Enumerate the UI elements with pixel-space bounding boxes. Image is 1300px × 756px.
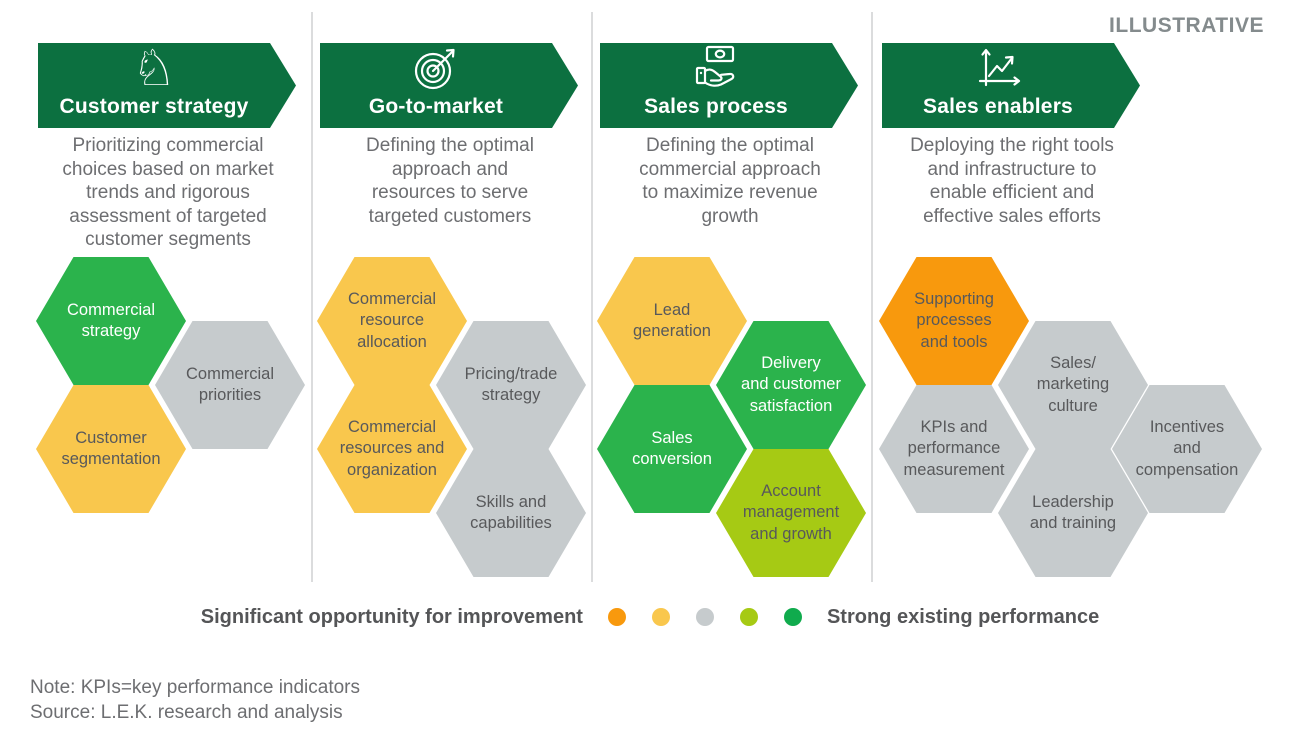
hex-label: Commercial strategy <box>66 300 155 341</box>
hex-label: Leadership and training <box>1029 492 1117 533</box>
hex-supporting-processes-tools: Supporting processes and tools <box>879 257 1029 385</box>
column-description: Prioritizing commercial choices based on… <box>62 135 274 250</box>
hex-label: Supporting processes and tools <box>914 289 994 351</box>
hex-skills-capabilities: Skills and capabilities <box>436 449 586 577</box>
column-title: Go-to-market <box>368 95 504 118</box>
legend-scale <box>607 608 802 626</box>
hex-label: Delivery and customer satisfaction <box>741 353 841 415</box>
legend-dot-gray <box>695 608 714 626</box>
legend-dot-lime <box>739 608 758 626</box>
legend-dot-orange <box>607 608 626 626</box>
hex-commercial-resource-allocation: Commercial resource allocation <box>317 257 467 385</box>
legend-dot-yellow <box>651 608 670 626</box>
hex-label: Sales/ marketing culture <box>1036 353 1110 415</box>
header-arrow-go-to-market: Go-to-market <box>320 43 578 128</box>
hex-sales-marketing-culture: Sales/ marketing culture <box>998 321 1148 449</box>
hex-customer-segmentation: Customer segmentation <box>36 385 186 513</box>
illustrative-tag: ILLUSTRATIVE <box>1109 14 1264 37</box>
hex-kpis-performance-measurement: KPIs and performance measurement <box>879 385 1029 513</box>
column-divider <box>871 12 873 582</box>
hex-commercial-strategy: Commercial strategy <box>36 257 186 385</box>
hex-pricing-trade-strategy: Pricing/trade strategy <box>436 321 586 449</box>
hex-account-management-growth: Account management and growth <box>716 449 866 577</box>
legend: Significant opportunity for improvement … <box>0 602 1300 632</box>
hex-incentives-compensation: Incentives and compensation <box>1112 385 1262 513</box>
legend-left-label: Significant opportunity for improvement <box>200 605 583 628</box>
hex-label: Lead generation <box>633 300 711 341</box>
line-chart-icon <box>973 43 1023 94</box>
hex-label: Skills and capabilities <box>470 492 552 533</box>
hex-sales-conversion: Sales conversion <box>597 385 747 513</box>
hex-label: Commercial resources and organization <box>339 417 445 479</box>
column-title: Sales process <box>644 95 788 118</box>
hex-label: Commercial resource allocation <box>347 289 436 351</box>
header-arrow-sales-enablers: Sales enablers <box>882 43 1140 128</box>
hex-label: Incentives and compensation <box>1135 417 1239 479</box>
hex-label: Customer segmentation <box>61 428 161 469</box>
chess-knight-icon: ♘ <box>131 39 177 97</box>
hex-label: Sales conversion <box>632 428 712 469</box>
money-hand-icon <box>690 43 742 94</box>
column-divider <box>591 12 593 582</box>
column-description: Defining the optimal commercial approach… <box>639 135 821 227</box>
hex-label: KPIs and performance measurement <box>903 417 1005 479</box>
column-description: Deploying the right tools and infrastruc… <box>910 135 1114 227</box>
header-arrow-sales-process: Sales process <box>600 43 858 128</box>
target-arrow-icon <box>411 42 461 94</box>
column-title: Sales enablers <box>923 95 1073 118</box>
source-text: Source: L.E.K. research and analysis <box>30 701 343 723</box>
legend-right-label: Strong existing performance <box>826 605 1100 628</box>
footnotes: Note: KPIs=key performance indicators So… <box>30 676 360 725</box>
column-description: Defining the optimal approach and resour… <box>366 135 534 227</box>
hex-leadership-training: Leadership and training <box>998 449 1148 577</box>
hex-label: Account management and growth <box>742 481 840 543</box>
hex-label: Pricing/trade strategy <box>464 364 558 405</box>
hex-label: Commercial priorities <box>185 364 274 405</box>
hex-lead-generation: Lead generation <box>597 257 747 385</box>
header-arrow-customer-strategy: ♘ Customer strategy <box>38 43 296 128</box>
column-divider <box>311 12 313 582</box>
hex-commercial-priorities: Commercial priorities <box>155 321 305 449</box>
hex-delivery-customer-satisfaction: Delivery and customer satisfaction <box>716 321 866 449</box>
column-title: Customer strategy <box>59 95 249 118</box>
note-text: Note: KPIs=key performance indicators <box>30 677 361 698</box>
legend-dot-green <box>783 608 802 626</box>
hex-commercial-resources-organization: Commercial resources and organization <box>317 385 467 513</box>
